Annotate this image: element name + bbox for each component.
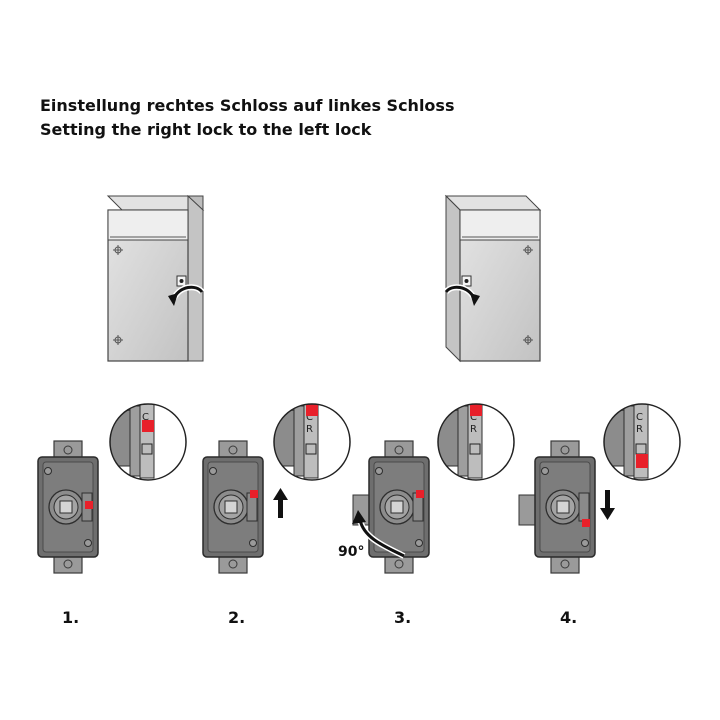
step-4-label: 4. — [560, 608, 578, 627]
down-arrow-icon — [600, 490, 615, 520]
marker-red — [250, 490, 258, 498]
marker-red — [416, 490, 424, 498]
step-2-label: 2. — [228, 608, 246, 627]
detail-magnifier-step-3 — [437, 403, 515, 481]
lock-step-2 — [202, 440, 264, 574]
rotate-90-icon — [352, 510, 406, 559]
rotate-arrow-icon — [443, 284, 480, 306]
up-arrow-icon — [273, 488, 288, 518]
marker-red — [582, 519, 590, 527]
lock-step-1 — [37, 440, 99, 574]
marker-red — [85, 501, 93, 509]
lock-step-4 — [518, 440, 596, 574]
cabinet-left — [106, 194, 205, 362]
title-english: Setting the right lock to the left lock — [40, 120, 372, 139]
step-3-label: 3. — [394, 608, 412, 627]
cabinet-right — [444, 194, 542, 363]
step-1-label: 1. — [62, 608, 80, 627]
detail-magnifier-step-4 — [603, 403, 681, 481]
rotate-arrow-icon — [168, 284, 205, 306]
rotation-90-label: 90° — [338, 544, 365, 560]
detail-magnifier-step-2 — [273, 403, 351, 481]
title-german: Einstellung rechtes Schloss auf linkes S… — [40, 96, 455, 115]
detail-magnifier-step-1 — [109, 403, 187, 481]
